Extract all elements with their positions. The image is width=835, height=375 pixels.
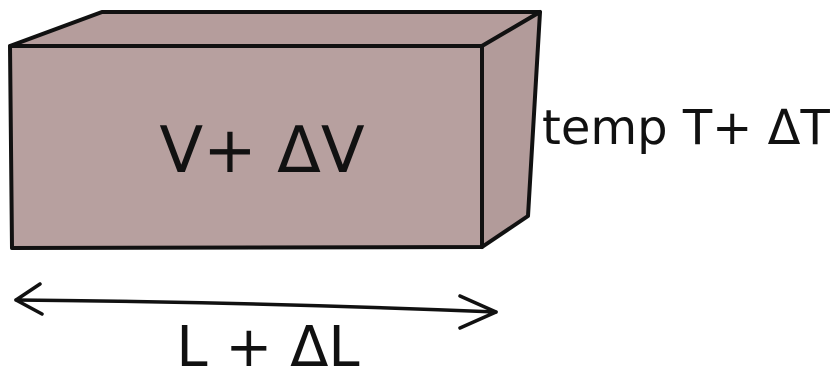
box-front-face bbox=[8, 44, 484, 250]
length-arrow-shaft bbox=[14, 298, 498, 314]
volume-label: V+ ΔV bbox=[159, 114, 365, 188]
box-top-face bbox=[8, 10, 542, 48]
length-arrow bbox=[14, 282, 498, 330]
temperature-label: temp T+ ΔT bbox=[542, 100, 830, 156]
length-arrow-right-head bbox=[458, 294, 498, 330]
box-side-face bbox=[480, 10, 542, 249]
length-arrow-left-head bbox=[14, 282, 44, 316]
length-label: L + ΔL bbox=[176, 315, 359, 375]
